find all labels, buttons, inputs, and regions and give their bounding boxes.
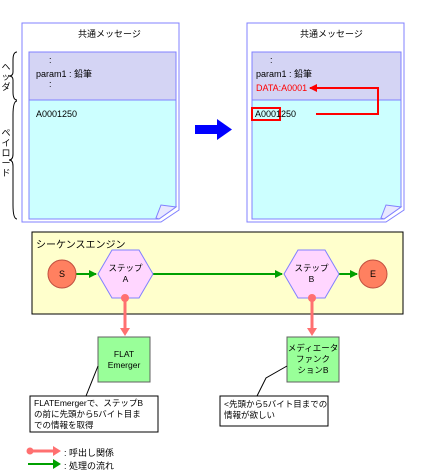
right-header-line-1: : bbox=[270, 55, 273, 65]
right-header-section bbox=[251, 51, 402, 101]
legend-flow-symbol bbox=[28, 459, 61, 469]
note-connector-right bbox=[256, 365, 288, 397]
start-node bbox=[47, 259, 77, 289]
mediator-function-label: メディエータ ファンク ションB bbox=[287, 343, 339, 375]
transform-arrow bbox=[195, 119, 232, 140]
right-payload-boxed-text: A0001 bbox=[255, 109, 282, 119]
extract-highlight-box bbox=[251, 107, 281, 121]
side-braces bbox=[8, 51, 18, 220]
legend-call-label: : 呼出し関係 bbox=[64, 448, 115, 458]
right-data-line: DATA:A0001 bbox=[256, 83, 308, 93]
left-header-line-2: param1 : 鉛筆 bbox=[36, 69, 93, 79]
left-header-line-1: : bbox=[49, 55, 52, 65]
note-box-right bbox=[219, 395, 329, 427]
note-left-text: FLATEmergerで、ステップB の前に先頭から5バイト目ま での情報を取得 bbox=[34, 398, 144, 430]
note-connector-left bbox=[85, 365, 99, 397]
extract-arrow bbox=[309, 84, 379, 115]
note-right-text: <先頭から5バイト目までの 情報が欲しい bbox=[224, 399, 328, 420]
call-arrows bbox=[120, 294, 317, 336]
end-node-label: E bbox=[369, 269, 376, 279]
end-node bbox=[358, 259, 388, 289]
left-payload-text: A0001250 bbox=[36, 109, 78, 119]
right-page-curl bbox=[380, 204, 403, 220]
start-node-label: S bbox=[58, 269, 65, 279]
step-a-label: ステップ A bbox=[108, 263, 143, 284]
right-payload-rest-text: 250 bbox=[281, 109, 297, 119]
legend-flow-label: : 処理の流れ bbox=[64, 461, 115, 471]
flat-emerger-label: FLAT Emerger bbox=[107, 349, 141, 370]
note-box-left bbox=[29, 395, 159, 433]
step-b-label: ステップ B bbox=[294, 263, 329, 284]
left-doc-title: 共通メッセージ bbox=[78, 29, 141, 39]
payload-brace bbox=[8, 100, 18, 220]
sequence-engine-title: シーケンスエンジン bbox=[36, 240, 126, 251]
mediator-function-box bbox=[286, 336, 340, 383]
left-page-curl bbox=[155, 204, 178, 220]
right-header-line-2: param1 : 鉛筆 bbox=[256, 69, 313, 79]
step-b-node bbox=[283, 249, 340, 299]
right-document bbox=[246, 22, 405, 223]
header-brace bbox=[8, 51, 18, 101]
flat-emerger-box bbox=[97, 336, 151, 383]
left-header-line-3: : bbox=[49, 79, 52, 89]
left-document bbox=[21, 22, 180, 223]
left-header-section bbox=[28, 51, 177, 101]
legend-call-symbol bbox=[26, 446, 61, 456]
header-side-label: ヘッダ bbox=[1, 62, 11, 92]
step-a-node bbox=[97, 249, 154, 299]
payload-side-label: ペイロード bbox=[1, 128, 11, 178]
right-doc-title: 共通メッセージ bbox=[300, 29, 363, 39]
